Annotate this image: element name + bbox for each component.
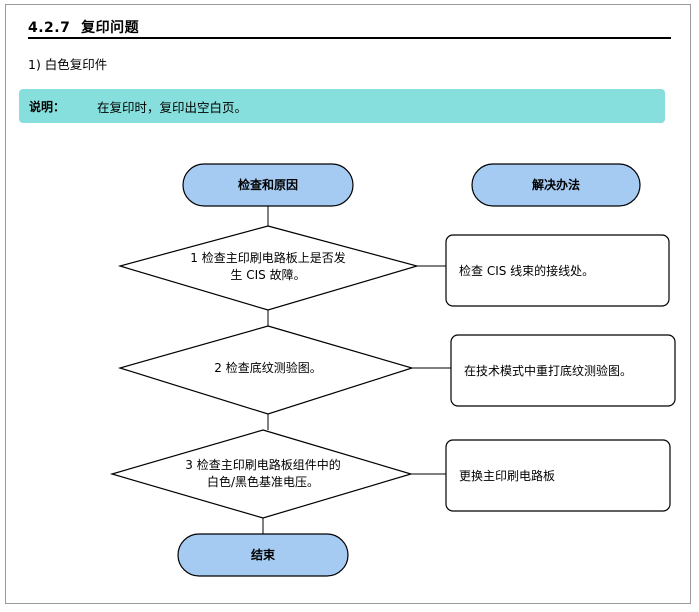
- step2-diamond: [117, 325, 415, 415]
- end-pill: [177, 533, 349, 577]
- section-title: 复印问题: [81, 20, 140, 36]
- solution1-box: [445, 234, 670, 307]
- step3-diamond: [109, 429, 414, 519]
- step1-diamond: [117, 225, 420, 311]
- heading-rule: [28, 37, 671, 39]
- note-text: 在复印时，复印出空白页。: [97, 100, 248, 115]
- solution3-box: [445, 439, 671, 512]
- right-header-pill: [471, 163, 641, 207]
- left-header-pill: [182, 163, 354, 207]
- section-number: 4.2.7: [28, 20, 71, 36]
- solution2-box: [450, 334, 676, 407]
- section-heading: 4.2.7 复印问题: [28, 17, 139, 37]
- subtitle: 1) 白色复印件: [28, 57, 108, 72]
- note-box: 说明： 在复印时，复印出空白页。: [19, 89, 665, 123]
- note-label: 说明：: [29, 100, 66, 114]
- page-frame: [5, 4, 691, 604]
